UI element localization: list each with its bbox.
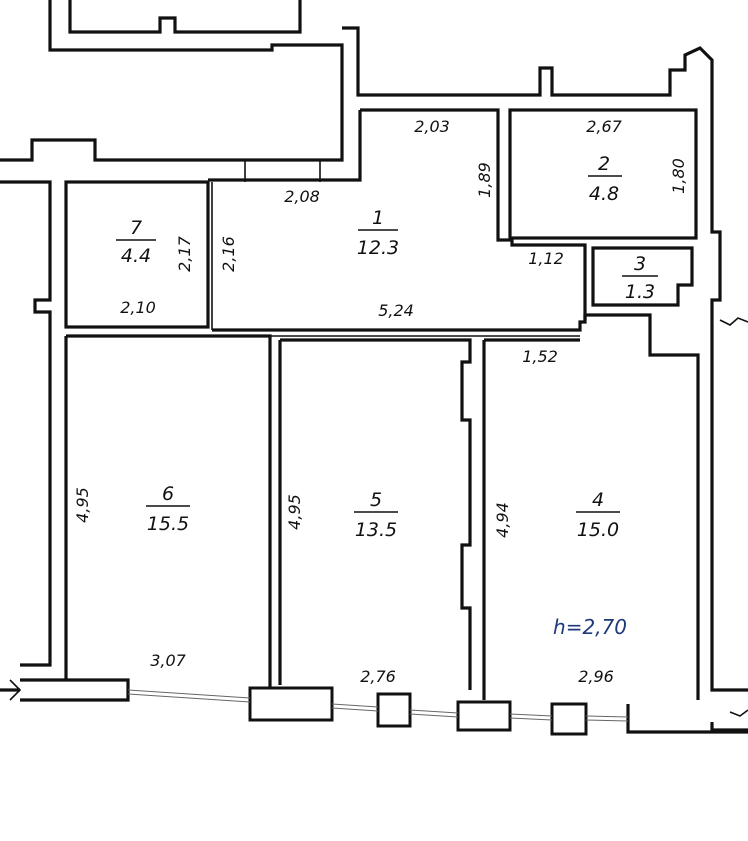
dim-2-03: 2,03 [414, 117, 450, 136]
dim-2-10: 2,10 [120, 298, 156, 317]
dim-1-89: 1,89 [475, 162, 494, 198]
dim-4-95-room-6: 4,95 [73, 487, 92, 523]
svg-text:3: 3 [634, 253, 646, 275]
svg-text:7: 7 [130, 217, 142, 239]
pier-2 [376, 692, 412, 728]
svg-text:13.5: 13.5 [355, 519, 397, 541]
svg-text:4.4: 4.4 [121, 245, 151, 267]
room-4-label: 4 15.0 [576, 489, 620, 541]
dim-2-67: 2,67 [586, 117, 622, 136]
svg-text:12.3: 12.3 [357, 237, 399, 259]
pier-1 [248, 686, 334, 722]
room-3-walls [591, 246, 694, 307]
svg-text:1.3: 1.3 [625, 281, 655, 303]
dim-2-08: 2,08 [284, 187, 320, 206]
svg-text:2: 2 [598, 153, 610, 175]
room-7-walls [64, 180, 213, 330]
svg-text:1: 1 [372, 207, 384, 229]
room-6-label: 6 15.5 [146, 483, 190, 535]
room-1-walls [208, 108, 587, 320]
dim-2-96: 2,96 [578, 667, 614, 686]
room-2-walls [508, 108, 698, 240]
svg-text:5: 5 [370, 489, 382, 511]
dim-1-12: 1,12 [528, 249, 564, 268]
break-marks [9, 317, 748, 717]
dim-5-24: 5,24 [378, 301, 414, 320]
pier-4 [550, 702, 588, 736]
ceiling-height-label: h=2,70 [553, 615, 627, 639]
dim-2-17: 2,17 [175, 235, 194, 271]
room-5-label: 5 13.5 [354, 489, 398, 541]
svg-text:6: 6 [162, 483, 174, 505]
room-labels: 1 12.3 2 4.8 3 1.3 4 15.0 5 13.5 6 15.5 [116, 153, 658, 541]
dim-1-52: 1,52 [522, 347, 558, 366]
room-6-walls [64, 334, 272, 690]
dim-2-76: 2,76 [360, 667, 396, 686]
dim-4-94: 4,94 [493, 502, 512, 538]
room-5-walls [278, 338, 472, 690]
room-4-walls [482, 338, 580, 700]
svg-text:15.5: 15.5 [147, 513, 189, 535]
svg-text:15.0: 15.0 [577, 519, 619, 541]
dim-1-80: 1,80 [669, 158, 688, 194]
exterior-walls [0, 0, 748, 732]
svg-text:4.8: 4.8 [589, 183, 619, 205]
dim-4-95-room-5: 4,95 [285, 494, 304, 530]
dimension-labels: 2,03 2,67 1,89 1,80 2,08 2,17 2,16 2,10 … [73, 117, 688, 686]
room-7-label: 7 4.4 [116, 217, 156, 267]
dim-3-07: 3,07 [150, 651, 186, 670]
bottom-facade [127, 686, 748, 736]
dim-2-16: 2,16 [219, 236, 238, 272]
room-1-label: 1 12.3 [357, 207, 399, 259]
room-2-label: 2 4.8 [588, 153, 622, 205]
svg-text:4: 4 [592, 489, 604, 511]
room-3-label: 3 1.3 [622, 253, 658, 303]
pier-3 [456, 700, 512, 732]
middle-partition [212, 313, 700, 700]
